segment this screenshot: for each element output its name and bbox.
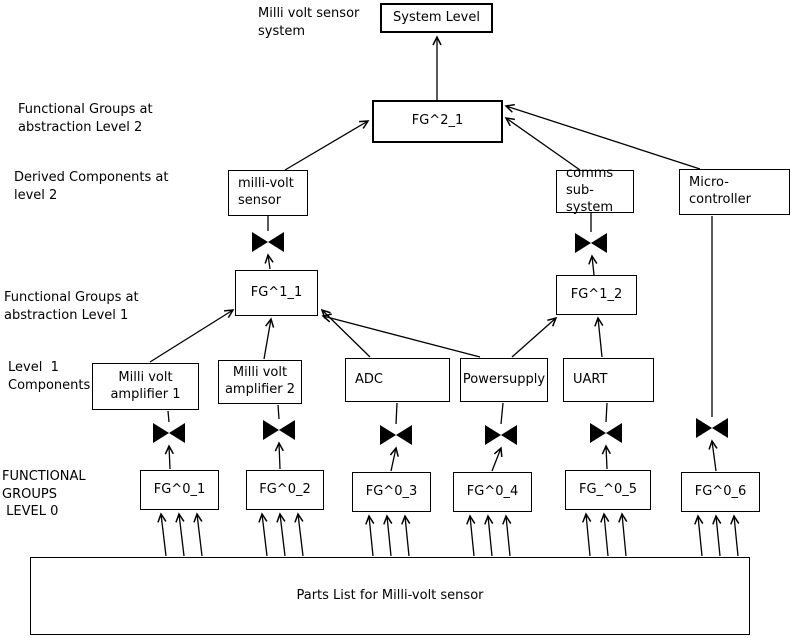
label-functional-groups-level1: Functional Groups at abstraction Level 1 [4,290,139,323]
node-millivolt-sensor: milli-volt sensor [228,170,308,216]
node-fg2-1: FG^2_1 [372,100,503,143]
node-millivolt-amplifier-2: Milli volt amplifier 2 [218,360,302,404]
node-fg0-4: FG^0_4 [453,472,532,512]
node-fg0-2: FG^0_2 [246,470,324,510]
node-powersupply: Powersupply [460,358,548,402]
node-parts-list: Parts List for Milli-volt sensor [30,557,750,635]
system-title-label: Milli volt sensor system [258,6,360,39]
node-adc: ADC [345,358,450,402]
node-fg0-6: FG^0_6 [681,472,760,512]
node-fg0-5: FG_^0_5 [565,470,651,510]
label-derived-components-level2: Derived Components at level 2 [14,170,169,203]
label-level1-components: Level 1 Components [8,360,91,393]
node-micro-controller: Micro- controller [679,169,790,215]
label-functional-groups-level2: Functional Groups at abstraction Level 2 [18,102,153,135]
node-millivolt-amplifier-1: Milli volt amplifier 1 [92,363,199,410]
node-fg0-1: FG^0_1 [140,470,219,510]
node-uart: UART [563,358,654,402]
node-fg0-3: FG^0_3 [352,472,431,512]
node-fg1-2: FG^1_2 [556,275,637,315]
label-functional-groups-level0: FUNCTIONAL GROUPS LEVEL 0 [2,469,86,520]
bowtie-symbols [153,232,728,445]
node-fg1-1: FG^1_1 [235,270,318,316]
node-comms-subsystem: comms sub-system [556,166,634,215]
node-system-level: System Level [380,3,493,33]
